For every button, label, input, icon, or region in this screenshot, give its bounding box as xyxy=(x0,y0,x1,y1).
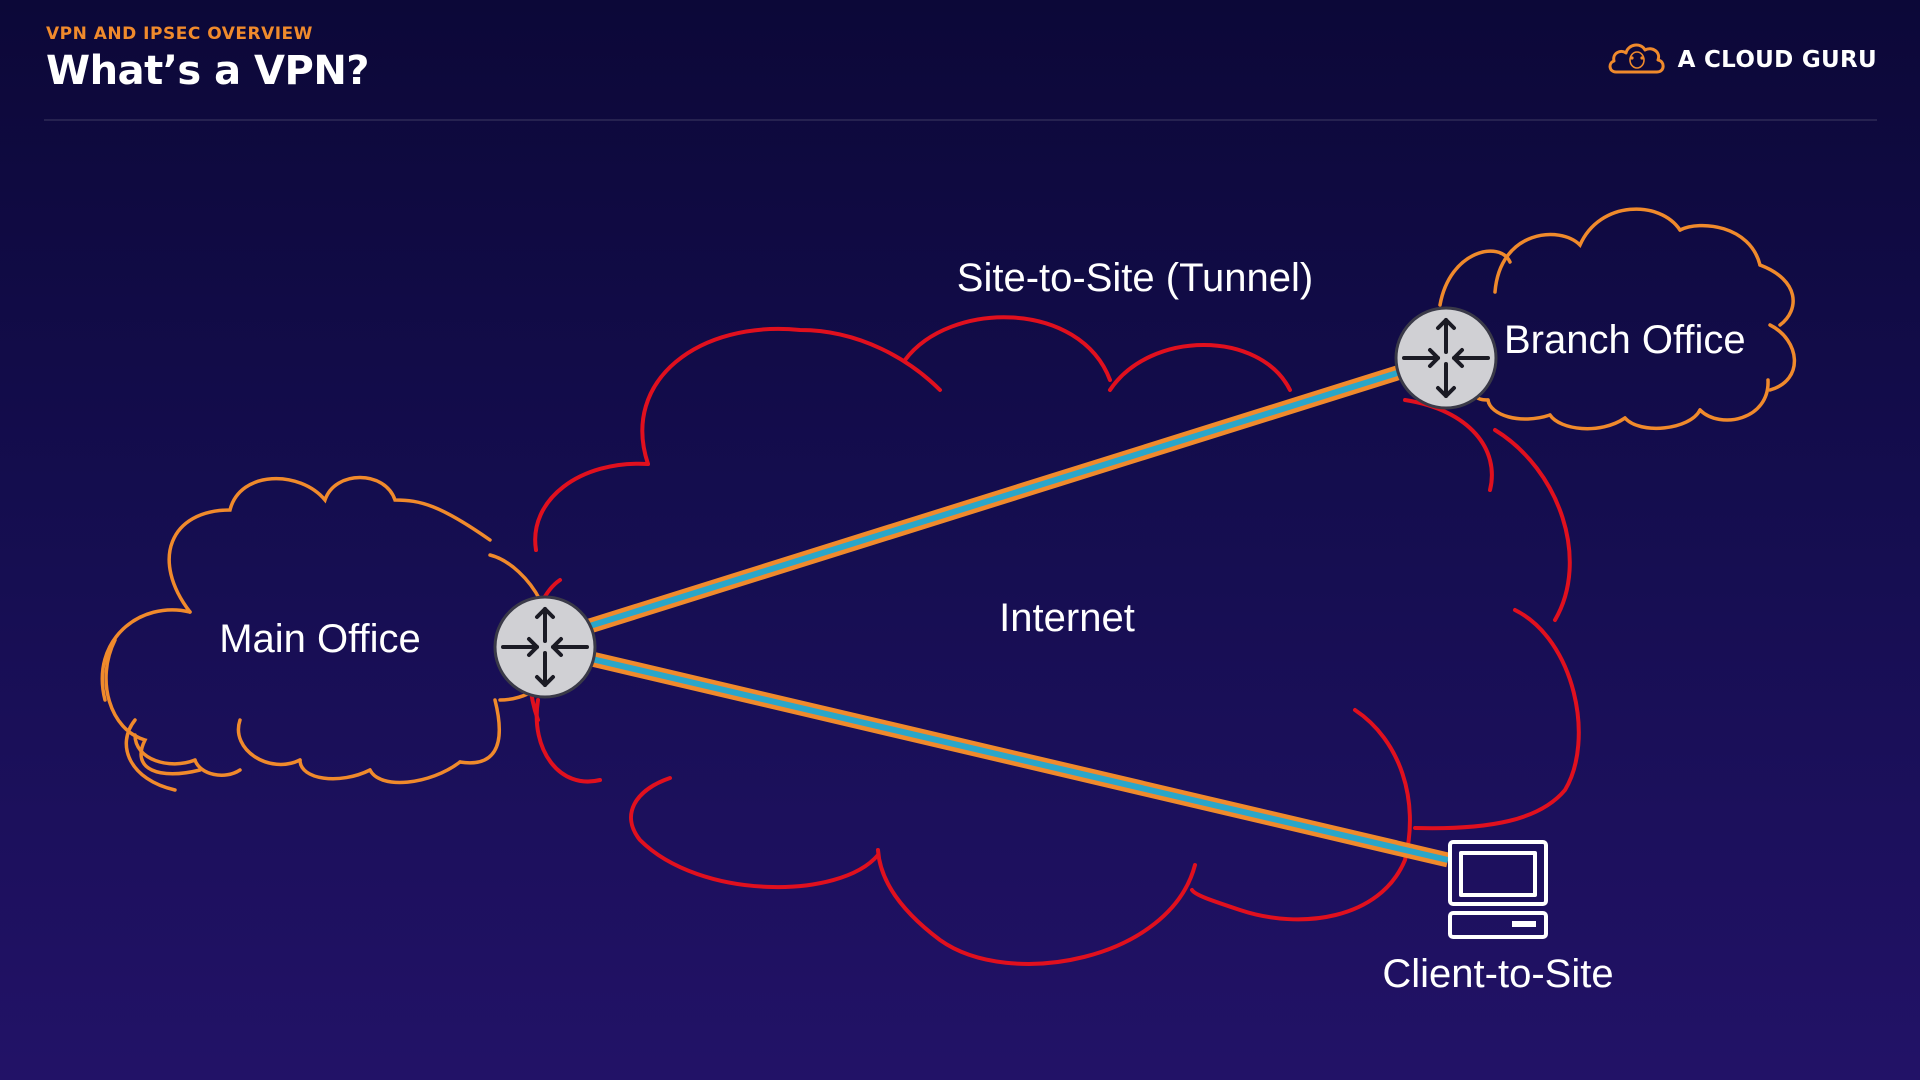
branch-office-cloud xyxy=(1438,207,1797,431)
cloud-logo-icon xyxy=(1606,38,1668,81)
internet-cloud xyxy=(527,315,1581,966)
laptop-icon xyxy=(1448,840,1548,939)
slide-title: What’s a VPN? xyxy=(46,48,370,94)
slide-header: VPN AND IPSEC OVERVIEW What’s a VPN? xyxy=(46,24,370,94)
site-to-site-label: Site-to-Site (Tunnel) xyxy=(957,256,1313,300)
site-to-site-tunnel xyxy=(542,350,1448,648)
main-office-cloud xyxy=(100,475,547,792)
brand-logo: A CLOUD GURU xyxy=(1606,38,1877,81)
brand-name: A CLOUD GURU xyxy=(1677,46,1877,73)
client-to-site-label: Client-to-Site xyxy=(1382,952,1613,996)
main-office-router-icon xyxy=(493,595,597,699)
header-divider xyxy=(44,119,1877,121)
main-office-label: Main Office xyxy=(219,617,421,661)
branch-office-label: Branch Office xyxy=(1504,318,1746,362)
internet-label: Internet xyxy=(999,596,1135,640)
branch-office-router-icon xyxy=(1394,306,1498,410)
section-eyebrow: VPN AND IPSEC OVERVIEW xyxy=(46,24,313,44)
client-to-site-tunnel xyxy=(543,640,1450,868)
